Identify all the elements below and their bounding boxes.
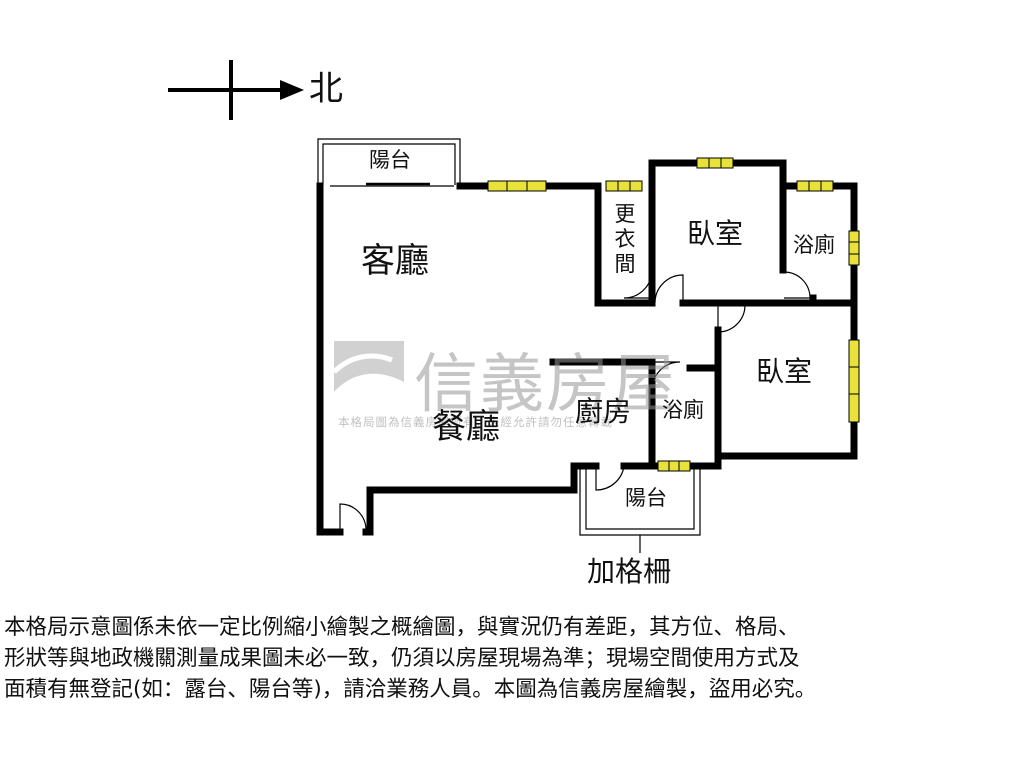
bathroom-main-label: 浴廁 xyxy=(793,233,835,257)
north-arrow-icon xyxy=(168,60,304,120)
watermark-logo-icon xyxy=(332,341,404,401)
balcony-rear-outline xyxy=(579,466,701,553)
watermark-brand: 信義房屋 xyxy=(414,348,678,422)
balcony-rear-label: 陽台 xyxy=(625,486,667,510)
kitchen-label: 廚房 xyxy=(575,395,632,428)
bathroom-second-label: 浴廁 xyxy=(662,398,704,422)
windows xyxy=(487,157,860,472)
balcony-front-outline xyxy=(317,138,461,187)
disclaimer-line: 面積有無登記(如：露台、陽台等)，請洽業務人員。本圖為信義房屋繪製，盜用必究。 xyxy=(4,677,817,702)
disclaimer-line: 本格局示意圖係未依一定比例縮小繪製之概繪圖，與實況仍有差距，其方位、格局、 xyxy=(4,615,800,640)
disclaimer: 本格局示意圖係未依一定比例縮小繪製之概繪圖，與實況仍有差距，其方位、格局、 形狀… xyxy=(4,612,1020,705)
disclaimer-line: 形狀等與地政機關測量成果圖未必一致，仍須以房屋現場為準；現場空間使用方式及 xyxy=(4,646,800,671)
bedroom-main-label: 臥室 xyxy=(687,217,744,250)
walk-in-closet-label: 更衣間 xyxy=(614,202,636,277)
door-swings xyxy=(339,269,811,532)
balcony-front-label: 陽台 xyxy=(369,148,411,172)
grille-annotation: 加格柵 xyxy=(587,555,672,588)
dining-room-label: 餐廳 xyxy=(432,407,500,447)
north-label: 北 xyxy=(309,69,343,109)
bedroom-second-label: 臥室 xyxy=(756,355,813,388)
floor-plan xyxy=(168,60,860,553)
watermark-notice: 本格局圖為信義房屋所有，未經允許請勿任意轉載 xyxy=(338,415,613,429)
living-room-label: 客廳 xyxy=(361,241,429,281)
